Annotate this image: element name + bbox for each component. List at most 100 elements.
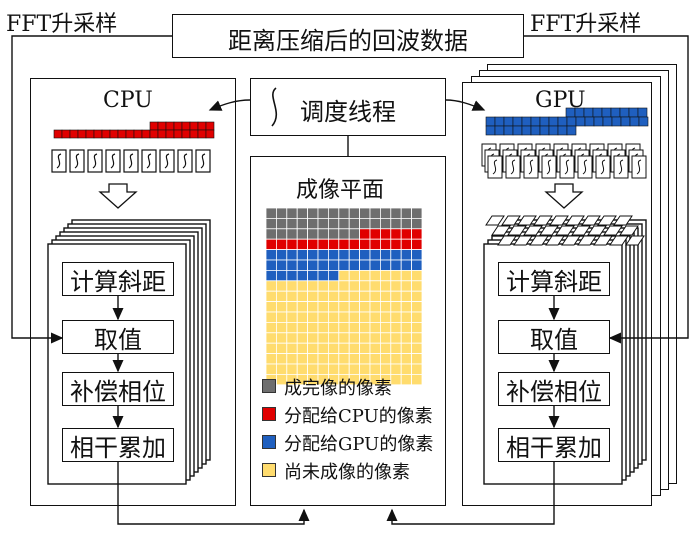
gpu-data-cell <box>566 125 577 136</box>
image-pixel <box>265 217 277 230</box>
image-pixel <box>411 342 423 355</box>
image-pixel <box>275 353 288 365</box>
image-pixel <box>359 311 371 323</box>
image-pixel <box>369 311 381 323</box>
image-pixel <box>265 259 277 271</box>
cpu-data-cell <box>69 129 79 139</box>
gpu-data-cell <box>629 116 640 127</box>
image-pixel <box>317 217 329 230</box>
cpu-thread-squiggle <box>110 153 116 169</box>
wire-right-fft-to-fetch <box>524 35 689 344</box>
gpu-thread-cell <box>577 235 597 246</box>
image-pixel <box>379 207 392 219</box>
image-pixel <box>307 249 319 261</box>
image-pixel <box>286 269 298 282</box>
image-pixel <box>317 249 329 261</box>
cpu-data-cell <box>93 129 103 139</box>
gpu-data-cell <box>494 125 505 136</box>
image-pixel <box>359 280 371 292</box>
legend-label-done: 成完像的像素 <box>284 378 392 399</box>
image-pixel <box>338 342 350 355</box>
image-pixel <box>348 311 361 323</box>
image-pixel <box>348 249 361 261</box>
image-pixel <box>338 311 350 323</box>
gpu-thread-squiggle <box>510 159 516 175</box>
gpu-data-cell <box>610 107 621 118</box>
image-pixel <box>390 311 402 323</box>
cpu-data-cell <box>197 121 207 131</box>
image-pixel <box>379 321 392 334</box>
image-pixel <box>275 311 288 323</box>
gpu-data-cell <box>557 116 568 127</box>
wire-cpu-accumulate-to-plane <box>117 462 310 525</box>
image-pixel <box>390 269 402 282</box>
image-pixel <box>379 353 392 365</box>
image-pixel <box>296 238 309 250</box>
cpu-step-phase-compensation: 补偿相位 <box>62 372 174 406</box>
image-pixel <box>411 311 423 323</box>
gpu-data-cell <box>584 116 595 127</box>
image-pixel <box>296 269 309 282</box>
image-pixel <box>286 363 298 375</box>
image-pixel <box>369 207 381 219</box>
image-pixel <box>369 363 381 375</box>
image-pixel <box>296 332 309 344</box>
gpu-data-cell <box>521 116 532 127</box>
image-pixel <box>390 373 402 386</box>
gpu-step-fetch-value: 取值 <box>498 320 610 354</box>
image-pixel <box>286 290 298 303</box>
image-pixel <box>359 207 371 219</box>
image-pixel <box>327 249 340 261</box>
image-pixel <box>369 321 381 334</box>
image-pixel <box>296 228 309 240</box>
image-pixel <box>317 259 329 271</box>
scheduler-box <box>250 78 446 136</box>
gpu-data-cell <box>539 125 550 136</box>
gpu-thread-cell <box>603 225 623 236</box>
image-pixel <box>265 353 277 365</box>
image-pixel <box>411 363 423 375</box>
image-pixel <box>390 363 402 375</box>
image-pixel <box>275 321 288 334</box>
image-pixel <box>390 353 402 365</box>
cpu-data-cell <box>165 121 175 131</box>
gpu-thread-cell <box>597 215 617 226</box>
image-pixel <box>286 332 298 344</box>
image-pixel <box>296 353 309 365</box>
cpu-thread-squiggle <box>74 153 80 169</box>
image-pixel <box>317 280 329 292</box>
image-pixel <box>317 290 329 303</box>
gpu-thread-squiggle <box>600 159 606 175</box>
image-pixel <box>348 269 361 282</box>
wire-scheduler-to-cpu <box>208 99 251 111</box>
cpu-data-cell <box>149 121 159 131</box>
image-pixel <box>265 363 277 375</box>
image-pixel <box>411 353 423 365</box>
image-pixel <box>359 217 371 230</box>
image-pixel <box>338 207 350 219</box>
gpu-thread-cell <box>513 235 533 246</box>
image-pixel <box>275 332 288 344</box>
image-pixel <box>400 269 413 282</box>
image-pixel <box>359 238 371 250</box>
image-pixel <box>348 321 361 334</box>
image-pixel <box>307 290 319 303</box>
gpu-data-cell <box>575 116 586 127</box>
image-pixel <box>296 249 309 261</box>
image-pixel <box>265 249 277 261</box>
image-pixel <box>338 353 350 365</box>
image-pixel <box>411 301 423 313</box>
image-pixel <box>400 259 413 271</box>
cpu-thread-squiggle <box>146 153 152 169</box>
image-pixel <box>348 342 361 355</box>
legend-swatch-pending <box>262 463 276 477</box>
cpu-data-cell <box>173 129 183 139</box>
image-pixel <box>317 207 329 219</box>
image-pixel <box>275 238 288 250</box>
gpu-data-cell <box>503 116 514 127</box>
cpu-data-cell <box>157 129 167 139</box>
image-pixel <box>379 311 392 323</box>
image-pixel <box>400 353 413 365</box>
gpu-step-phase-compensation: 补偿相位 <box>498 372 610 406</box>
gpu-thread-cell <box>485 215 505 226</box>
